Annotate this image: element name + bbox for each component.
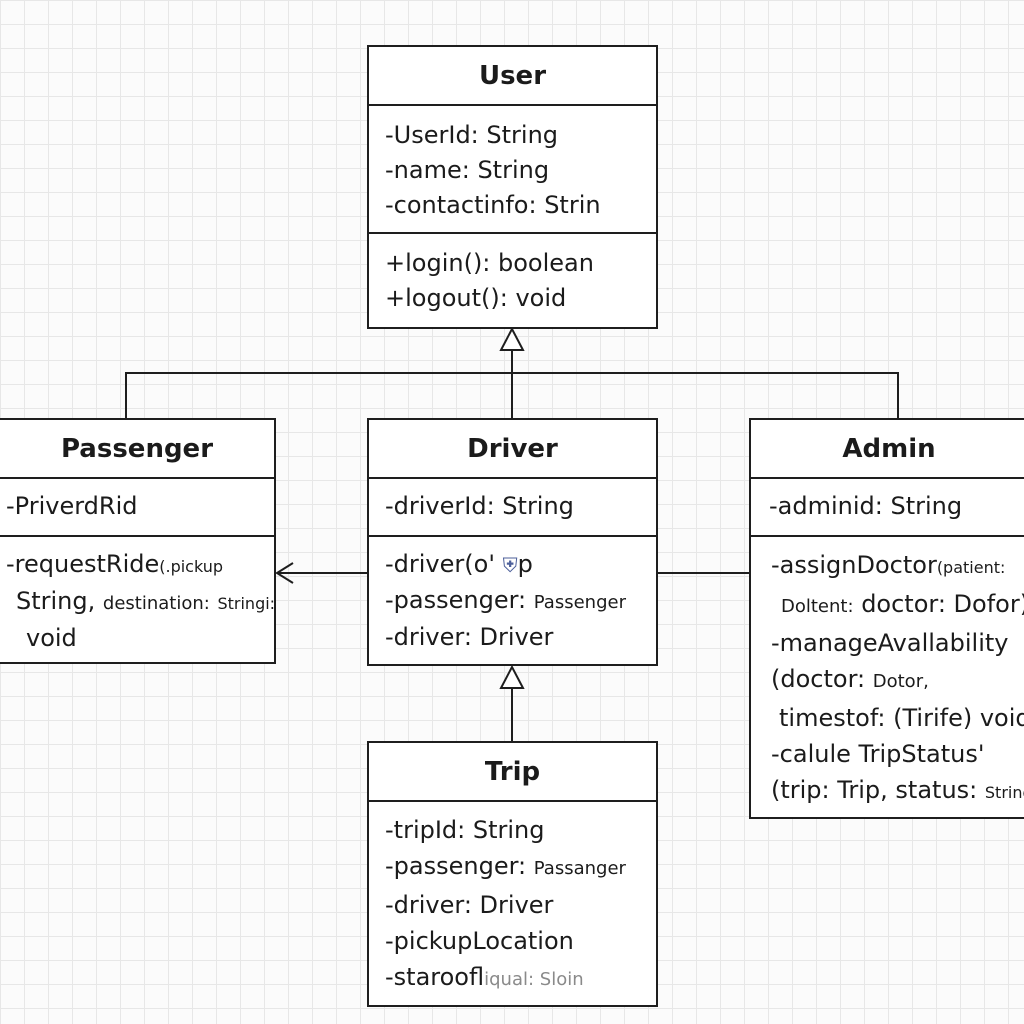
class-driver[interactable]: Driver -driverId: String -driver(o' ⛨p -…: [367, 418, 658, 666]
method-item: Doltent: doctor: Dofor),: [771, 586, 1024, 625]
attribute-text: -passenger:: [385, 852, 527, 880]
method-item: -requestRide(.pickup: [6, 547, 268, 584]
attribute-item: -staroofliqual: Sloin: [385, 959, 640, 998]
method-text: String,: [16, 587, 96, 615]
method-text: -assignDoctor: [771, 551, 937, 579]
method-text: (doctor:: [771, 665, 866, 693]
method-item: -assignDoctor(patient:: [771, 547, 1007, 586]
attribute-item: -name: String: [385, 156, 550, 184]
attributes-section: -PriverdRid: [0, 479, 274, 537]
class-name: Trip: [369, 743, 656, 802]
method-item: (trip: Trip, status: String: [771, 772, 1024, 811]
attribute-item: -passenger: Passanger: [385, 848, 640, 887]
attribute-text-small: Passanger: [533, 858, 626, 879]
method-text: p: [517, 550, 533, 578]
method-text-small: String: [984, 783, 1024, 802]
attribute-text: -staroofl: [385, 963, 485, 991]
class-name: Passenger: [0, 420, 274, 479]
method-text-small: destination:: [102, 593, 210, 614]
attribute-item: -pickupLocation: [385, 927, 574, 955]
method-item: -driver: Driver: [385, 623, 554, 651]
method-item: -calule TripStatus': [771, 740, 985, 768]
method-item: String, destination: Stringi:: [6, 584, 275, 621]
class-trip[interactable]: Trip -tripId: String -passenger: Passang…: [367, 741, 658, 1007]
class-name: Driver: [369, 420, 656, 479]
inheritance-arrowhead-user: [499, 326, 525, 351]
attribute-item: -driver: Driver: [385, 891, 554, 919]
methods-section: -assignDoctor(patient: Doltent: doctor: …: [751, 537, 1024, 821]
method-text-small: (.pickup: [159, 557, 224, 576]
class-admin[interactable]: Admin -adminid: String -assignDoctor(pat…: [749, 418, 1024, 819]
attributes-section: -driverId: String: [369, 479, 656, 537]
attributes-section: -UserId: String -name: String -contactin…: [369, 106, 656, 234]
association-arrowhead: [275, 562, 294, 584]
method-text-small: Passenger: [533, 592, 626, 613]
attributes-section: -tripId: String -passenger: Passanger -d…: [369, 802, 656, 1006]
class-name: User: [369, 47, 656, 106]
method-text: -passenger:: [385, 586, 527, 614]
inheritance-arrowhead-driver: [499, 664, 525, 689]
method-item: timestof: (Tirife) void: [779, 704, 1024, 732]
method-item: void: [26, 624, 77, 652]
method-item: -passenger: Passenger: [385, 583, 640, 620]
method-item: +logout(): void: [385, 284, 567, 312]
methods-section: -requestRide(.pickup String, destination…: [0, 537, 275, 666]
methods-section: -driver(o' ⛨p -passenger: Passenger -dri…: [369, 537, 656, 663]
attribute-item: -adminid: String: [769, 492, 963, 520]
attribute-item: -contactinfo: Strin: [385, 191, 601, 219]
class-name: Admin: [751, 420, 1024, 479]
methods-section: +login(): boolean +logout(): void: [369, 234, 656, 324]
attribute-item: -PriverdRid: [6, 492, 138, 520]
method-text: -requestRide: [6, 550, 160, 578]
method-item: -manageAvallability: [771, 629, 1009, 657]
method-item: -driver(o' ⛨p: [385, 547, 640, 583]
method-text: doctor: Dofor),: [861, 590, 1024, 618]
attribute-item: -tripId: String: [385, 816, 545, 844]
method-text: -driver(o': [385, 550, 495, 578]
method-text-small: Dotor,: [872, 671, 929, 692]
shield-icon: ⛨: [502, 553, 518, 577]
method-text-small: (patient:: [936, 558, 1006, 577]
method-text: (trip: Trip, status:: [771, 776, 978, 804]
attributes-section: -adminid: String: [751, 479, 1024, 537]
method-item: (doctor: Dotor,: [771, 661, 1007, 700]
class-user[interactable]: User -UserId: String -name: String -cont…: [367, 45, 658, 329]
method-text-small: Doltent:: [781, 596, 854, 617]
attribute-text-small: iqual: Sloin: [484, 969, 584, 990]
method-item: +login(): boolean: [385, 249, 594, 277]
class-passenger[interactable]: Passenger -PriverdRid -requestRide(.pick…: [0, 418, 276, 664]
attribute-item: -driverId: String: [385, 492, 574, 520]
method-text-small: Stringi:: [217, 594, 276, 613]
attribute-item: -UserId: String: [385, 121, 559, 149]
